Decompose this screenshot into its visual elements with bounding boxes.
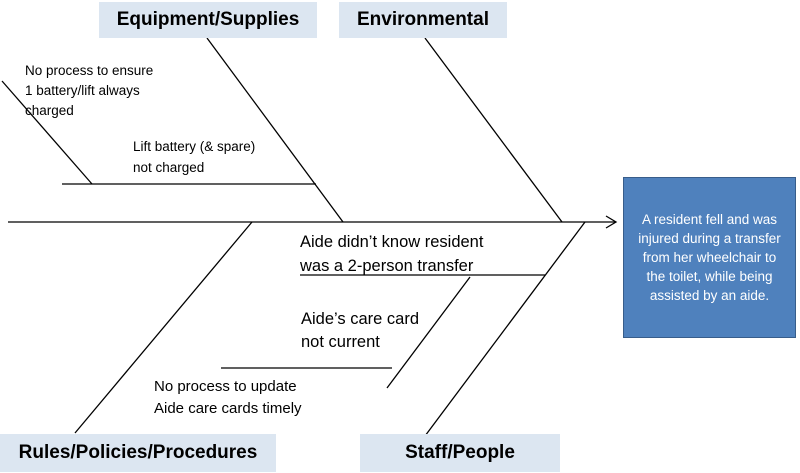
bone-rules xyxy=(74,221,253,434)
cause-care-card: Aide’s care card not current xyxy=(301,310,420,351)
category-environmental-label: Environmental xyxy=(357,9,489,30)
cause-update-process: No process to update Aide care cards tim… xyxy=(154,378,302,417)
category-rules-policies-procedures: Rules/Policies/Procedures xyxy=(0,434,276,472)
category-rules-label: Rules/Policies/Procedures xyxy=(18,442,258,463)
spine-arrowhead xyxy=(605,215,618,229)
category-equipment-label: Equipment/Supplies xyxy=(116,9,300,30)
sub-bone-update-process xyxy=(386,276,471,389)
category-equipment-supplies: Equipment/Supplies xyxy=(99,2,317,38)
bone-equipment xyxy=(206,37,344,223)
category-staff-people: Staff/People xyxy=(360,434,560,472)
effect-box: A resident fell and was injured during a… xyxy=(623,177,796,338)
bone-environmental xyxy=(424,37,563,223)
bone-staff xyxy=(424,221,586,437)
sub-bone-battery-process xyxy=(1,80,93,185)
cause-battery-charge: Lift battery (& spare) not charged xyxy=(133,139,256,175)
cause-aide-transfer: Aide didn’t know resident was a 2-person… xyxy=(300,233,484,275)
cause-battery-process: No process to ensure 1 battery/lift alwa… xyxy=(25,63,154,118)
category-environmental: Environmental xyxy=(339,2,507,38)
category-staff-label: Staff/People xyxy=(405,442,515,463)
effect-text: A resident fell and was injured during a… xyxy=(638,212,781,303)
